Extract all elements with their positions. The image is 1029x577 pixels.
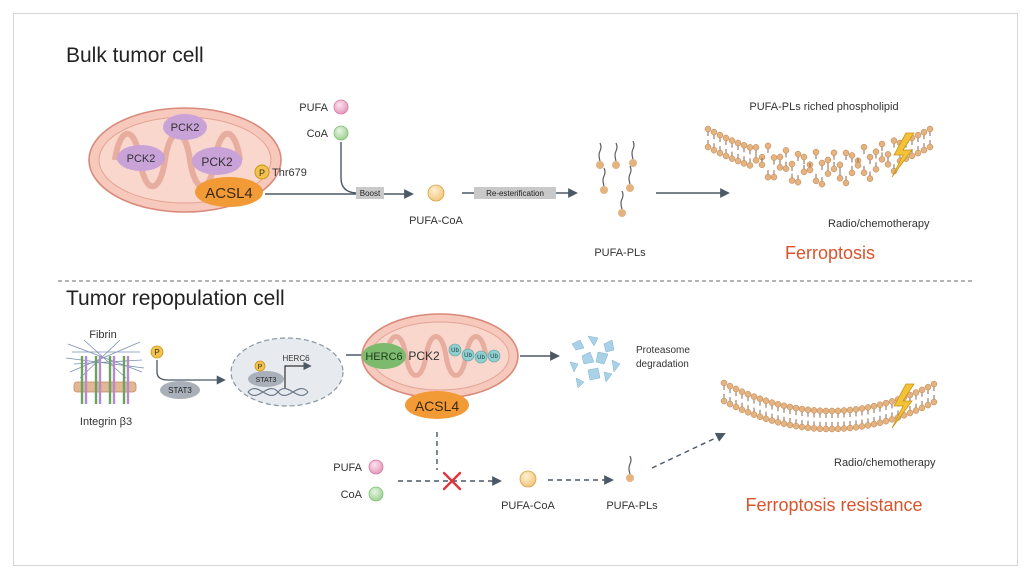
pufa-pl-lipid: [629, 140, 637, 167]
svg-text:STAT3: STAT3: [168, 386, 192, 395]
svg-text:Re-esterification: Re-esterification: [486, 189, 544, 198]
fibrin-mesh: [65, 339, 145, 379]
thr679-label: Thr679: [272, 167, 307, 179]
pufa-pl-lipid: [596, 142, 604, 169]
coa-label: CoA: [341, 489, 363, 501]
reesterification-tag: [474, 187, 556, 199]
mitochondrion-bottom: [361, 313, 519, 399]
stat3-protein: STAT3: [248, 371, 284, 387]
intact-membrane: [720, 379, 938, 433]
svg-text:P: P: [154, 348, 159, 357]
svg-text:ACSL4: ACSL4: [415, 398, 460, 414]
proteasome-fragments: [569, 335, 621, 389]
lightning-bolt-icon: [891, 383, 915, 429]
svg-text:STAT3: STAT3: [256, 377, 277, 384]
pck2-protein: PCK2: [117, 145, 165, 171]
radio-label-bottom: Radio/chemotherapy: [834, 457, 936, 469]
phospho-badge: P: [254, 164, 270, 180]
pufa-pls-label: PUFA-PLs: [606, 500, 658, 512]
pufa-pl-lipid: [612, 142, 620, 169]
svg-text:ACSL4: ACSL4: [205, 185, 253, 202]
pufa-pl-lipid: [626, 455, 634, 482]
svg-text:Ub: Ub: [490, 354, 498, 360]
herc6-protein: HERC6: [362, 343, 406, 369]
pufa-label: PUFA: [333, 462, 362, 474]
acsl4-protein: ACSL4: [195, 177, 263, 207]
phospho-badge: P: [150, 345, 164, 359]
block-cross-icon: [442, 471, 462, 491]
pufa-dot: [368, 459, 384, 475]
coa-label: CoA: [307, 128, 329, 140]
pufa-label: PUFA: [299, 102, 328, 114]
arrow-substrates-merge: [340, 142, 357, 194]
svg-text:Ub: Ub: [451, 348, 459, 354]
degradation-label: degradation: [636, 359, 689, 370]
damaged-membrane: [704, 125, 934, 188]
pufa-coa-label: PUFA-CoA: [409, 215, 463, 227]
pufa-coa-label: PUFA-CoA: [501, 500, 555, 512]
lightning-bolt-icon: [891, 132, 915, 178]
pufa-coa-dot: [519, 470, 537, 488]
arrow-transcription: [284, 361, 312, 388]
svg-text:HERC6: HERC6: [365, 351, 402, 363]
pufa-pl-lipid: [626, 165, 634, 192]
ubiquitin-chain: Ub Ub Ub Ub: [448, 343, 501, 364]
pufa-dot: [333, 99, 349, 115]
fibrin-label: Fibrin: [89, 329, 117, 341]
acsl4-protein: ACSL4: [405, 391, 469, 419]
herc6-gene-label: HERC6: [282, 354, 310, 363]
svg-text:PCK2: PCK2: [201, 155, 233, 169]
arrow-stat3-activation: [156, 360, 226, 385]
coa-dot: [333, 125, 349, 141]
stat3-protein: STAT3: [160, 381, 200, 399]
svg-text:PCK2: PCK2: [171, 122, 200, 134]
svg-text:P: P: [258, 364, 263, 371]
pufa-coa-dot: [427, 184, 445, 202]
svg-text:Ub: Ub: [477, 355, 485, 361]
ferroptosis-resistance-label: Ferroptosis resistance: [745, 495, 922, 515]
integrin-receptors: [73, 356, 137, 404]
proteasome-label: Proteasome: [636, 345, 690, 356]
dashed-arrow-to-membrane: [651, 432, 726, 469]
svg-text:P: P: [259, 168, 265, 178]
ferroptosis-label: Ferroptosis: [785, 243, 875, 263]
coa-dot: [368, 486, 384, 502]
pck2-protein: PCK2: [163, 114, 207, 140]
pck2-protein: PCK2: [192, 147, 242, 175]
nucleus: [230, 337, 344, 407]
section-title-bulk: Bulk tumor cell: [66, 44, 204, 67]
section-title-repopulation: Tumor repopulation cell: [66, 287, 285, 310]
pck2-label: PCK2: [408, 349, 440, 363]
pufa-pl-lipid: [600, 167, 608, 194]
figure-frame: [13, 13, 1018, 566]
phospho-badge: P: [254, 360, 266, 372]
membrane-label: PUFA-PLs riched phospholipid: [749, 101, 898, 113]
pufa-pls-label: PUFA-PLs: [594, 247, 646, 259]
svg-text:PCK2: PCK2: [127, 153, 156, 165]
integrin-label: Integrin β3: [80, 416, 132, 428]
svg-text:Ub: Ub: [464, 353, 472, 359]
radio-label-top: Radio/chemotherapy: [828, 218, 930, 230]
svg-text:Boost: Boost: [360, 189, 381, 198]
boost-tag: [356, 187, 384, 199]
pufa-pl-lipid: [618, 190, 626, 217]
